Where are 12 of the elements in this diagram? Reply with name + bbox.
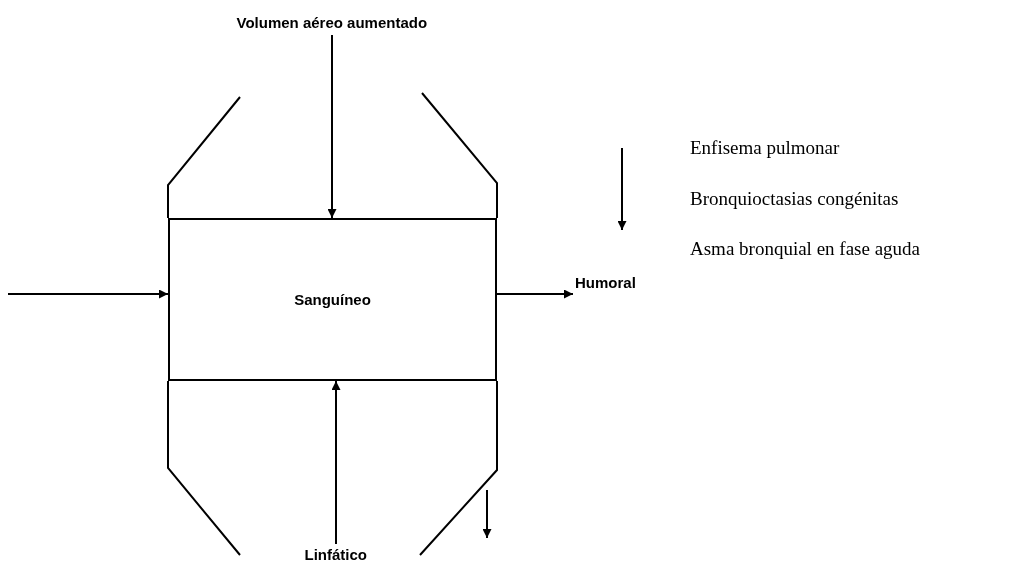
condition-text: Bronquioctasias congénitas xyxy=(690,187,899,210)
arrow xyxy=(496,289,574,299)
arrow xyxy=(331,380,341,545)
middle-band xyxy=(168,218,497,381)
caption-text: Humoral xyxy=(575,274,636,291)
caption-text: Linfático xyxy=(304,546,367,563)
condition-text: Asma bronquial en fase aguda xyxy=(690,238,921,260)
arrow xyxy=(7,289,169,299)
band-label: Sanguíneo xyxy=(294,291,371,308)
caption-text: Volumen aéreo aumentado xyxy=(236,14,428,31)
arrow xyxy=(327,34,337,219)
condition-text: Enfisema pulmonar xyxy=(690,137,840,159)
